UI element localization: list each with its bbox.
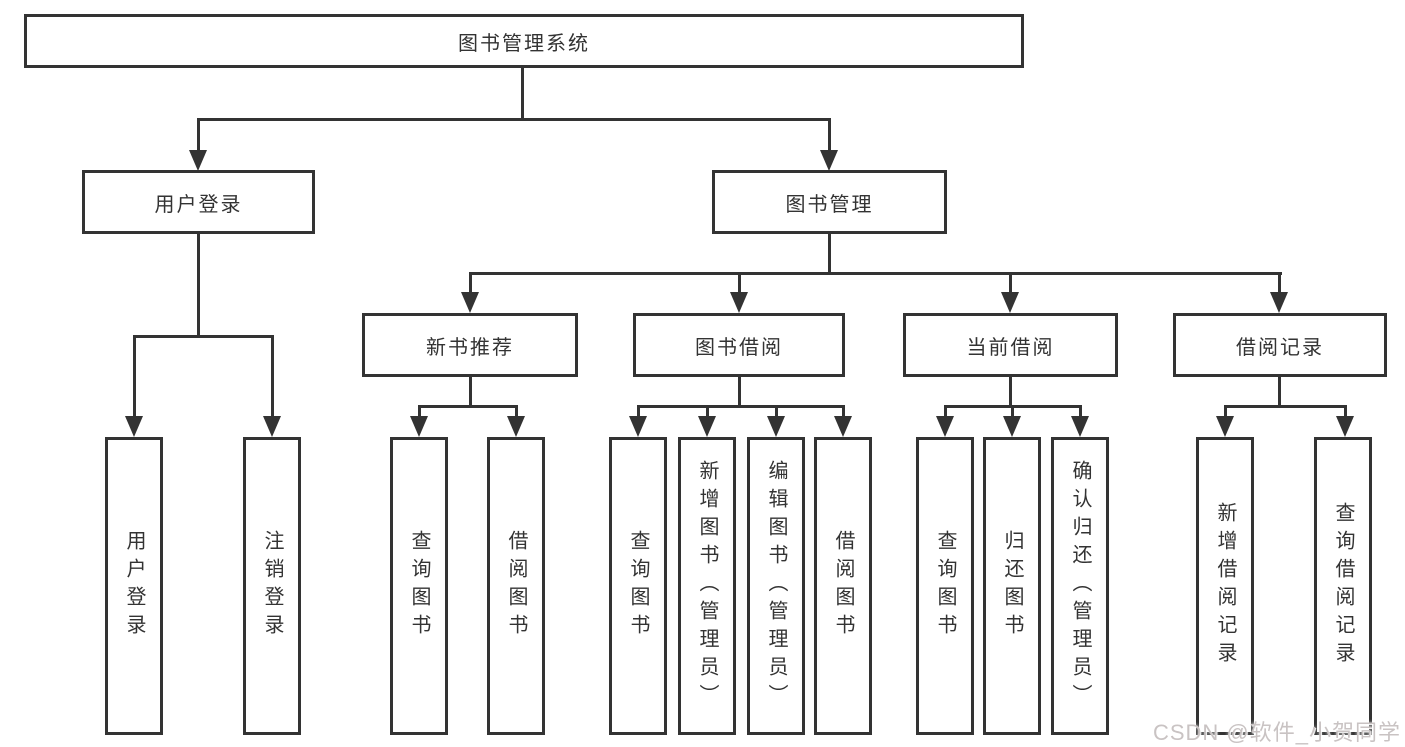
connector-line (133, 335, 136, 419)
leaf-label: 查询图书 (627, 530, 649, 642)
leaf-label: 查询借阅记录 (1332, 502, 1354, 670)
connector-line (1278, 377, 1281, 405)
connector-line (738, 272, 741, 294)
connector-line (775, 405, 778, 419)
connector-line (515, 405, 518, 419)
leaf-label: 注销登录 (261, 530, 283, 642)
connector-line (1079, 405, 1082, 419)
leaf-borrow-book-2: 借阅图书 (814, 437, 872, 735)
leaf-label: 新增图书（管理员） (696, 460, 718, 712)
connector-line (418, 405, 421, 419)
connector-line (197, 234, 200, 335)
leaf-label: 查询图书 (408, 530, 430, 642)
connector-line (828, 118, 831, 152)
leaf-label: 查询图书 (934, 530, 956, 642)
arrowhead-down-icon (410, 416, 428, 437)
arrowhead-down-icon (1071, 416, 1089, 437)
csdn-watermark: CSDN @软件_小贺同学 (1152, 720, 1401, 745)
connector-line (1224, 405, 1227, 419)
node-book-borrow: 图书借阅 (633, 313, 845, 377)
leaf-label: 新增借阅记录 (1214, 502, 1236, 670)
leaf-query-book-1: 查询图书 (390, 437, 448, 735)
leaf-confirm-return-admin: 确认归还（管理员） (1051, 437, 1109, 735)
arrowhead-down-icon (1336, 416, 1354, 437)
leaf-return-book: 归还图书 (983, 437, 1041, 735)
arrowhead-down-icon (730, 292, 748, 313)
arrowhead-down-icon (1216, 416, 1234, 437)
connector-line (944, 405, 947, 419)
connector-line (271, 335, 274, 419)
leaf-query-borrow-record: 查询借阅记录 (1314, 437, 1372, 735)
connector-line (738, 377, 741, 405)
node-user-login: 用户登录 (82, 170, 315, 234)
connector-line (1009, 272, 1012, 294)
leaf-label: 归还图书 (1001, 530, 1023, 642)
connector-line (469, 377, 472, 405)
connector-line (197, 118, 200, 152)
connector-line (469, 272, 1282, 275)
arrowhead-down-icon (1270, 292, 1288, 313)
leaf-add-book-admin: 新增图书（管理员） (678, 437, 736, 735)
connector-line (133, 335, 274, 338)
arrowhead-down-icon (1001, 292, 1019, 313)
node-root: 图书管理系统 (24, 14, 1024, 68)
connector-line (828, 234, 831, 274)
arrowhead-down-icon (461, 292, 479, 313)
leaf-user-login: 用户登录 (105, 437, 163, 735)
arrowhead-down-icon (834, 416, 852, 437)
node-current-borrow: 当前借阅 (903, 313, 1118, 377)
leaf-query-book-3: 查询图书 (916, 437, 974, 735)
connector-line (1344, 405, 1347, 419)
connector-line (197, 118, 831, 121)
connector-line (637, 405, 845, 408)
leaf-borrow-book-1: 借阅图书 (487, 437, 545, 735)
connector-line (1224, 405, 1346, 408)
connector-line (637, 405, 640, 419)
leaf-label: 用户登录 (123, 530, 145, 642)
arrowhead-down-icon (698, 416, 716, 437)
arrowhead-down-icon (820, 150, 838, 171)
arrowhead-down-icon (263, 416, 281, 437)
leaf-label: 编辑图书（管理员） (765, 460, 787, 712)
arrowhead-down-icon (125, 416, 143, 437)
node-borrow-record: 借阅记录 (1173, 313, 1387, 377)
arrowhead-down-icon (629, 416, 647, 437)
node-new-book-recommend: 新书推荐 (362, 313, 578, 377)
arrowhead-down-icon (1003, 416, 1021, 437)
leaf-label: 借阅图书 (505, 530, 527, 642)
node-book-management: 图书管理 (712, 170, 947, 234)
arrowhead-down-icon (767, 416, 785, 437)
connector-line (1009, 377, 1012, 405)
connector-line (706, 405, 709, 419)
leaf-query-book-2: 查询图书 (609, 437, 667, 735)
connector-line (1011, 405, 1014, 419)
connector-line (418, 405, 518, 408)
connector-line (469, 272, 472, 294)
arrowhead-down-icon (936, 416, 954, 437)
leaf-logout: 注销登录 (243, 437, 301, 735)
leaf-edit-book-admin: 编辑图书（管理员） (747, 437, 805, 735)
arrowhead-down-icon (189, 150, 207, 171)
connector-line (521, 68, 524, 118)
leaf-add-borrow-record: 新增借阅记录 (1196, 437, 1254, 735)
leaf-label: 确认归还（管理员） (1069, 460, 1091, 712)
connector-line (1278, 272, 1281, 294)
arrowhead-down-icon (507, 416, 525, 437)
connector-line (842, 405, 845, 419)
leaf-label: 借阅图书 (832, 530, 854, 642)
